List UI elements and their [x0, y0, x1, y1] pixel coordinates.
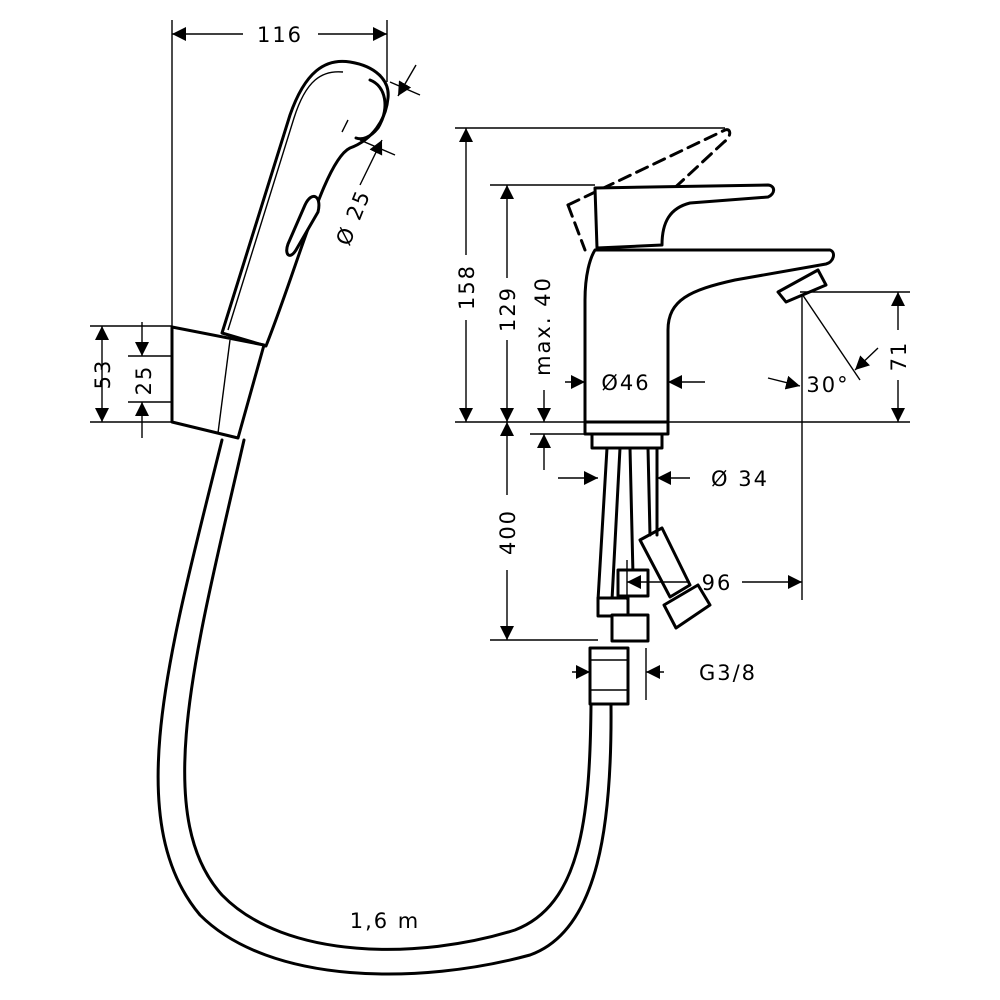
dim-116: 116 [257, 23, 303, 47]
basin-mixer [566, 128, 835, 706]
dim-71: 71 [887, 341, 911, 372]
dim-400: 400 [496, 509, 520, 555]
trigger-button-icon [285, 194, 321, 257]
dim-nozzle-diameter: Ø 25 [332, 186, 376, 249]
hand-shower [220, 59, 390, 348]
dim-shank-diameter: Ø 34 [711, 467, 769, 491]
dim-96: 96 [702, 571, 733, 595]
dim-g3-8: G3/8 [699, 661, 757, 685]
dim-25: 25 [132, 365, 156, 396]
dim-158: 158 [455, 264, 479, 310]
dim-hose-length: 1,6 m [350, 909, 421, 933]
dim-129: 129 [496, 286, 520, 332]
dim-max-40: max. 40 [531, 276, 555, 376]
dim-body-diameter: Ø46 [601, 371, 650, 395]
dim-53: 53 [91, 359, 115, 390]
dimension-lines [90, 20, 910, 700]
dim-30-degree: 30° [806, 373, 849, 397]
shower-hose [156, 438, 613, 976]
wall-holder [170, 325, 266, 440]
